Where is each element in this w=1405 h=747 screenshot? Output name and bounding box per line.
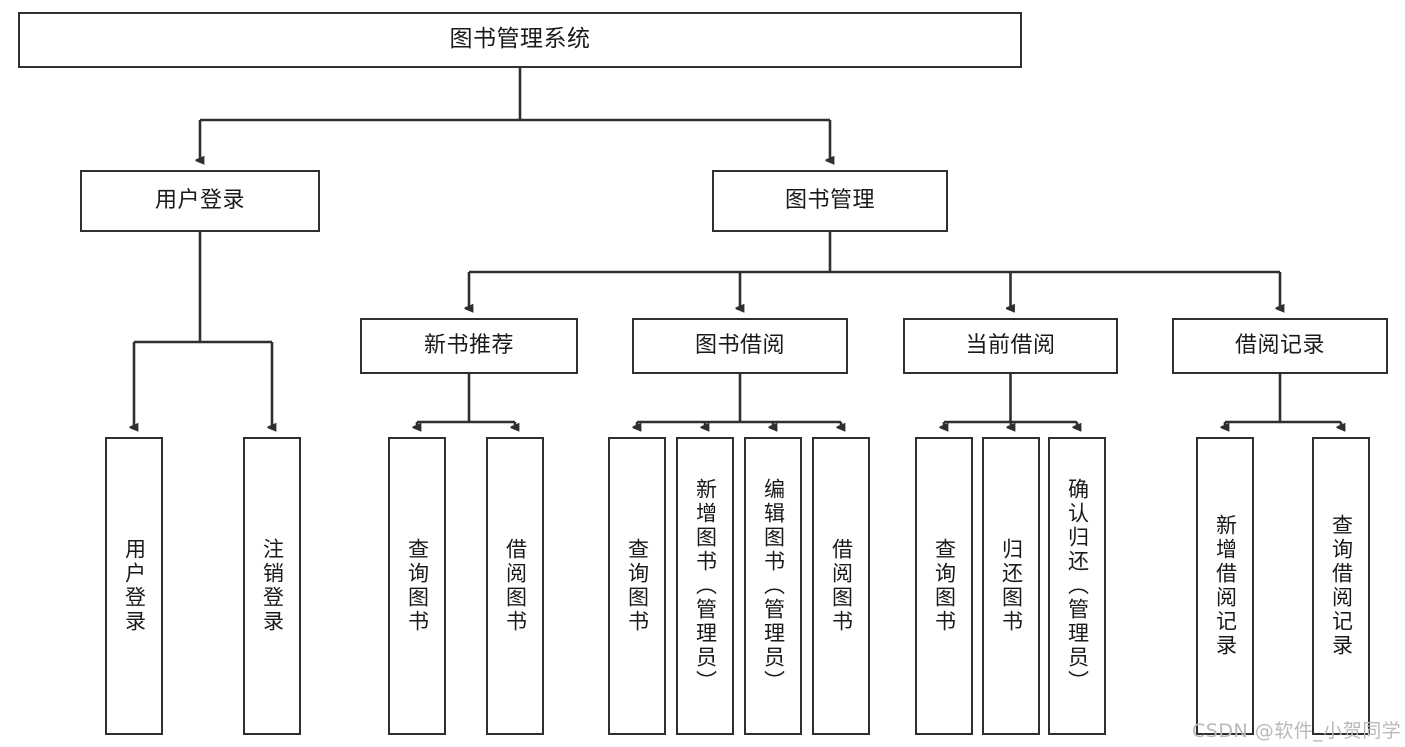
node-leaf-user-login-label: 用户登录 [122,538,147,634]
node-leaf-query-book-1: 查询图书 [388,437,446,735]
node-book-manage: 图书管理 [712,170,948,232]
watermark-text: CSDN @软件_小贺同学 [1192,720,1402,742]
node-leaf-edit-book-label: 编辑图书（管理员） [761,478,786,694]
node-leaf-return-book: 归还图书 [982,437,1040,735]
node-leaf-borrow-book-1-label: 借阅图书 [503,538,528,634]
node-book-borrow-label: 图书借阅 [694,332,785,358]
node-leaf-borrow-book-2: 借阅图书 [812,437,870,735]
node-leaf-add-record-label: 新增借阅记录 [1213,514,1238,658]
node-leaf-borrow-book-1: 借阅图书 [486,437,544,735]
node-leaf-query-book-3: 查询图书 [915,437,973,735]
node-leaf-query-book-3-label: 查询图书 [932,538,957,634]
node-leaf-query-book-2: 查询图书 [608,437,666,735]
node-root-label: 图书管理系统 [449,26,591,53]
node-leaf-query-book-2-label: 查询图书 [625,538,650,634]
node-root: 图书管理系统 [18,12,1022,68]
node-leaf-logout-label: 注销登录 [260,538,285,634]
node-current-borrow-label: 当前借阅 [965,332,1056,358]
node-leaf-query-record-label: 查询借阅记录 [1329,514,1354,658]
node-leaf-query-book-1-label: 查询图书 [405,538,430,634]
node-new-book-recommend: 新书推荐 [360,318,578,374]
node-borrow-record-label: 借阅记录 [1234,332,1325,358]
node-leaf-add-record: 新增借阅记录 [1196,437,1254,735]
node-user-login-label: 用户登录 [154,187,245,213]
node-leaf-query-record: 查询借阅记录 [1312,437,1370,735]
node-leaf-add-book: 新增图书（管理员） [676,437,734,735]
node-leaf-borrow-book-2-label: 借阅图书 [829,538,854,634]
node-current-borrow: 当前借阅 [903,318,1118,374]
node-leaf-logout: 注销登录 [243,437,301,735]
node-leaf-confirm-return: 确认归还（管理员） [1048,437,1106,735]
node-user-login: 用户登录 [80,170,320,232]
node-leaf-edit-book: 编辑图书（管理员） [744,437,802,735]
node-new-book-recommend-label: 新书推荐 [423,332,514,358]
node-borrow-record: 借阅记录 [1172,318,1388,374]
node-leaf-user-login: 用户登录 [105,437,163,735]
node-book-manage-label: 图书管理 [784,187,875,213]
node-leaf-confirm-return-label: 确认归还（管理员） [1065,478,1090,694]
node-leaf-return-book-label: 归还图书 [999,538,1024,634]
node-leaf-add-book-label: 新增图书（管理员） [693,478,718,694]
node-book-borrow: 图书借阅 [632,318,848,374]
